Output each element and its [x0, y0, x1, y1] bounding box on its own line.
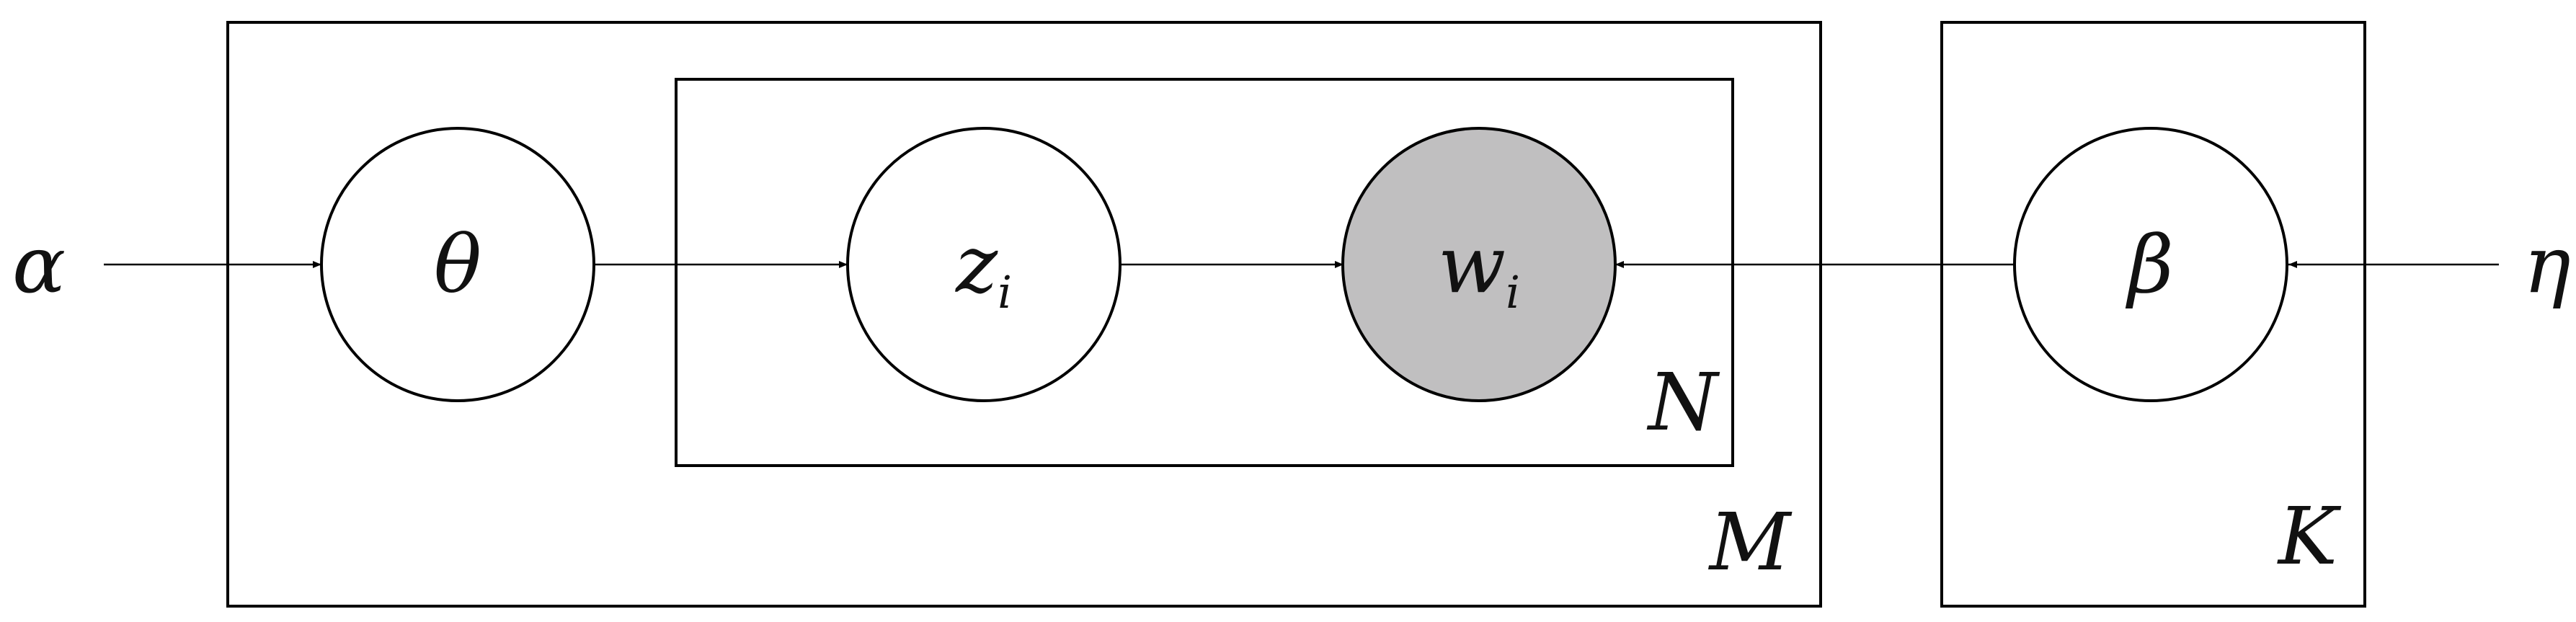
plate-words-label: N: [1646, 356, 1720, 448]
node-beta: [2013, 127, 2288, 402]
node-z-label: zi: [954, 218, 1012, 319]
node-theta-label: θ: [434, 218, 481, 311]
plate-documents-label: M: [1708, 496, 1793, 588]
node-w-observed: [1341, 127, 1617, 402]
node-beta-label: β: [2125, 218, 2174, 311]
eta-label: η: [2523, 218, 2571, 311]
node-w-symbol: w: [1438, 218, 1506, 311]
plate-topics: [1940, 21, 2366, 608]
node-w-label: wi: [1438, 218, 1520, 319]
node-theta: [320, 127, 595, 402]
node-z-symbol: z: [954, 218, 998, 311]
node-z-subscript: i: [998, 266, 1012, 319]
node-z: [846, 127, 1122, 402]
plate-documents: [226, 21, 1822, 608]
plate-topics-label: K: [2277, 490, 2342, 582]
alpha-label: α: [12, 218, 66, 311]
node-w-subscript: i: [1506, 266, 1520, 319]
plate-words: [675, 78, 1734, 467]
